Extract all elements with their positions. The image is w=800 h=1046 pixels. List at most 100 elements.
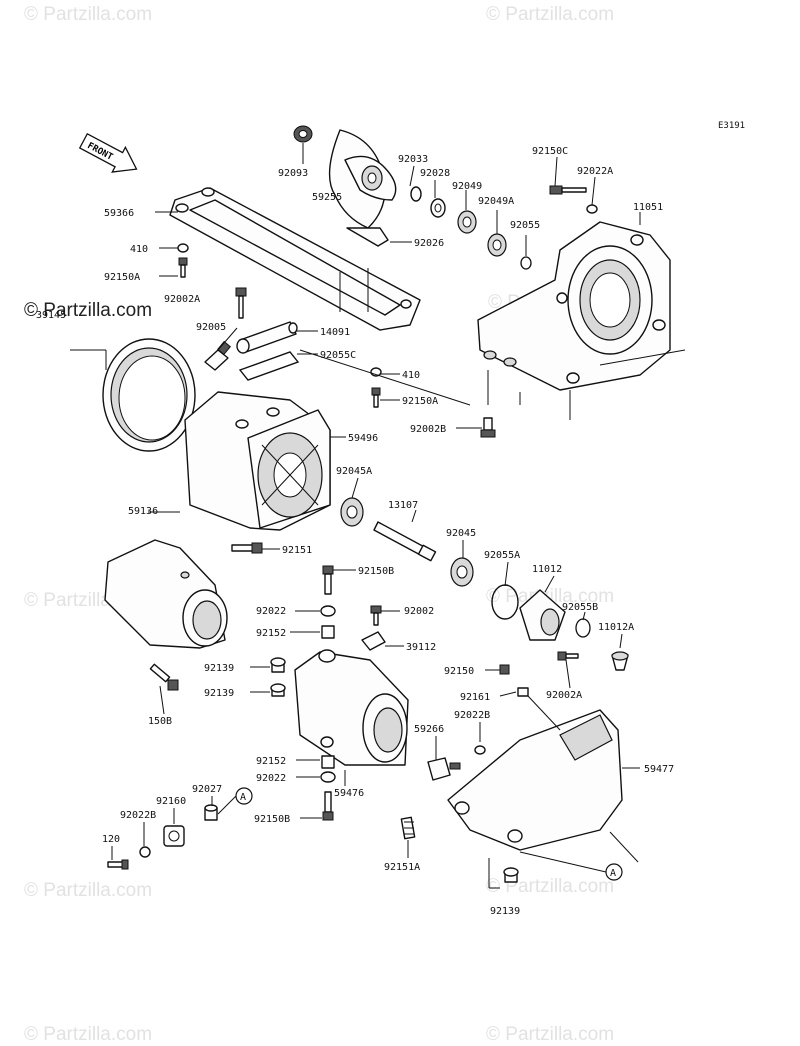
part-label: 92002A (546, 690, 582, 701)
part-label: 39145 (36, 310, 66, 321)
part-label: 92045A (336, 466, 372, 477)
cap-part (293, 125, 313, 143)
part-label: 92028 (420, 168, 450, 179)
watermark: © Partzilla.com (24, 880, 152, 901)
washer-part (474, 745, 486, 755)
part-label: 11012A (598, 622, 634, 633)
part-label: 92093 (278, 168, 308, 179)
bolt-part (322, 791, 334, 821)
part-label: 92026 (414, 238, 444, 249)
bolt-part (400, 816, 416, 840)
watermark-primary: © Partzilla.com (24, 300, 152, 321)
part-label: 92139 (490, 906, 520, 917)
bushing-part (163, 825, 185, 847)
part-label: 92150B (358, 566, 394, 577)
plug-part (611, 651, 629, 671)
part-label: 59266 (414, 724, 444, 735)
watermark: © Partzilla.com (486, 876, 614, 897)
part-label: 92150A (104, 272, 140, 283)
part-label: 92055B (562, 602, 598, 613)
callout-a: A (605, 863, 623, 881)
bushing-part (503, 867, 519, 883)
part-label: 59366 (104, 208, 134, 219)
cover-part (236, 321, 298, 354)
washer-part (320, 771, 336, 783)
watermark: © Partzilla.com (24, 4, 152, 25)
washer-part (320, 605, 336, 617)
bolt-part (480, 417, 496, 438)
ride-plate-part (169, 187, 421, 331)
part-label: 92022B (454, 710, 490, 721)
part-label: 92022B (120, 810, 156, 821)
watermark: © Partzilla.com (486, 1024, 614, 1045)
oil-seal-part (457, 210, 477, 234)
part-label: 92027 (192, 784, 222, 795)
part-label: 92150 (444, 666, 474, 677)
shaft-part (373, 521, 437, 562)
damper-part (517, 687, 529, 697)
spacer-part (346, 227, 389, 247)
oil-seal-part (487, 233, 507, 257)
pump-housing-part (477, 221, 671, 391)
watermark: © Partzilla.com (24, 1024, 152, 1045)
impeller-part (328, 129, 397, 229)
part-label: 92151A (384, 862, 420, 873)
screw-part (107, 859, 129, 870)
part-label: 92139 (204, 688, 234, 699)
bolt-part (178, 257, 188, 278)
bolt-part (231, 542, 263, 554)
part-label: 92055A (484, 550, 520, 561)
part-label: 92160 (156, 796, 186, 807)
collar-part (204, 804, 218, 821)
part-label: 59136 (128, 506, 158, 517)
circlip-part (410, 186, 422, 202)
callout-a: A (235, 787, 253, 805)
steering-nozzle-part (294, 649, 409, 766)
bolt-part (557, 651, 579, 661)
collar-part (430, 198, 446, 218)
bolt-part (235, 287, 247, 319)
part-label: 92139 (204, 663, 234, 674)
part-label: 92002 (404, 606, 434, 617)
watermark: © Partzilla.com (486, 4, 614, 25)
part-label: 410 (402, 370, 420, 381)
bolt-part (322, 565, 334, 595)
fitting-part (427, 757, 461, 781)
nozzle-part (104, 539, 228, 649)
o-ring-part (520, 256, 532, 270)
part-label: 59255 (312, 192, 342, 203)
part-label: 11051 (633, 202, 663, 213)
part-label: 92150B (254, 814, 290, 825)
bolt-part (549, 185, 587, 195)
seal-ring-part (102, 338, 196, 452)
bolt-part (149, 663, 179, 691)
front-arrow-icon: FRONT (78, 132, 138, 173)
part-label: 92022 (256, 606, 286, 617)
pump-case-part (184, 391, 331, 531)
bolt-part (499, 664, 510, 675)
part-label: 92045 (446, 528, 476, 539)
part-label: 13107 (388, 500, 418, 511)
part-label: 14091 (320, 327, 350, 338)
callout-label: A (610, 868, 616, 879)
fitting-part (204, 340, 231, 371)
bushing-part (270, 683, 286, 697)
callout-label: A (240, 792, 246, 803)
diagram-code: E3191 (718, 121, 745, 131)
watermark-layer: © Partzilla.com © Partzilla.com © Partzi… (24, 4, 616, 1045)
part-label: 92033 (398, 154, 428, 165)
washer-part (139, 846, 151, 858)
part-label: 92152 (256, 756, 286, 767)
part-label: 92150C (532, 146, 568, 157)
part-label: 59496 (348, 433, 378, 444)
part-label: 120 (102, 834, 120, 845)
collar-part (321, 625, 335, 639)
part-label: 92152 (256, 628, 286, 639)
part-label: 92049 (452, 181, 482, 192)
part-label: 150B (148, 716, 172, 727)
bolt-part (371, 387, 381, 408)
bearing-part (340, 497, 364, 527)
part-label: 59477 (644, 764, 674, 775)
part-label: 39112 (406, 642, 436, 653)
